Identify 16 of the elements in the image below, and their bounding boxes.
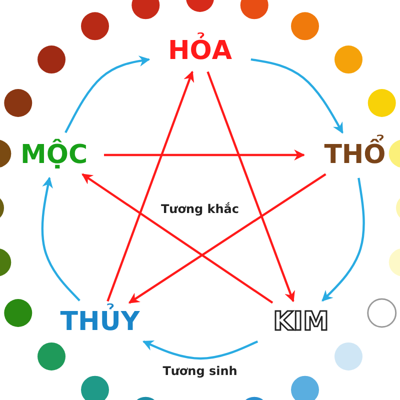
arrow — [64, 56, 150, 134]
element-label: MỘC — [8, 138, 100, 172]
arrow — [206, 71, 295, 302]
cycle-label: Tương khắc — [158, 202, 242, 216]
arrow — [41, 176, 80, 302]
element-label: THỦY — [52, 305, 148, 339]
cycle-label: Tương sinh — [160, 364, 240, 378]
arrow — [106, 70, 194, 302]
arrow — [82, 173, 274, 304]
arrow — [250, 58, 344, 134]
arrow — [104, 150, 306, 160]
arrow — [322, 178, 365, 302]
element-label: HỎA — [155, 34, 245, 68]
element-label: KIM — [256, 305, 346, 339]
arrow — [128, 173, 326, 304]
arrow — [142, 340, 258, 360]
